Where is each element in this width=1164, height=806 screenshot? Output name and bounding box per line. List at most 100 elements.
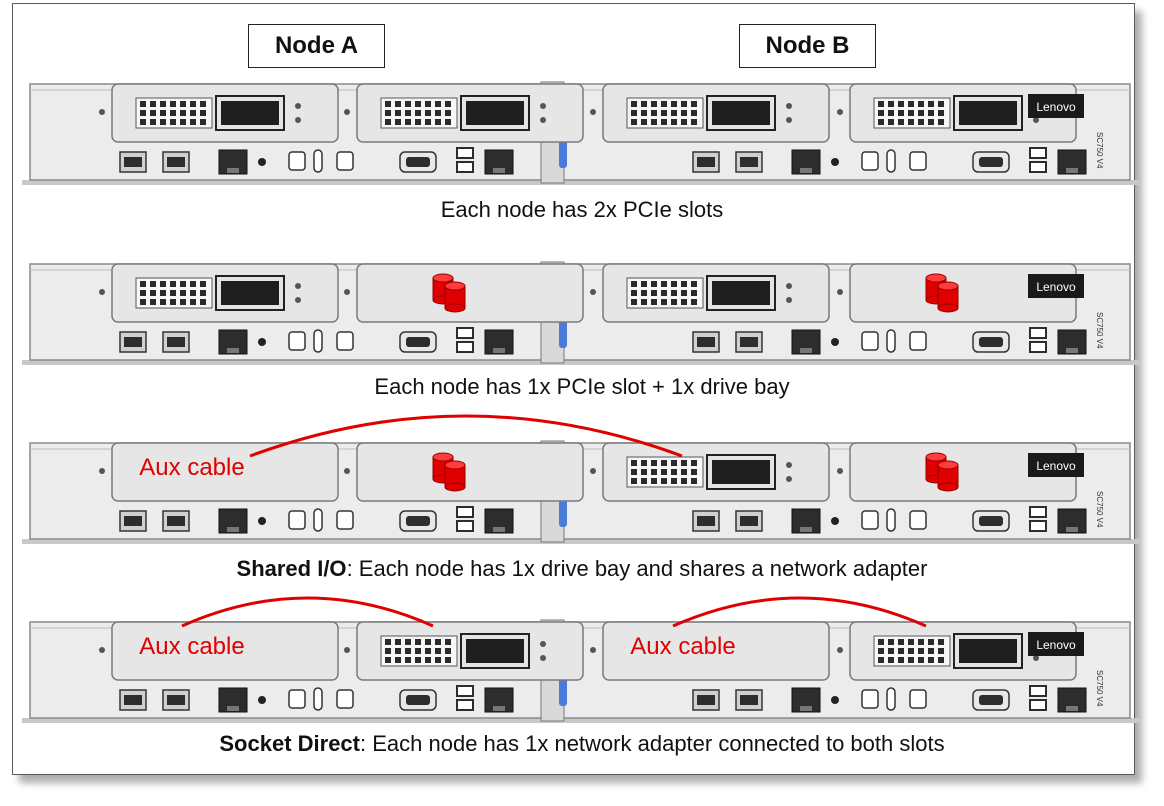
drive-icon xyxy=(925,452,959,492)
vent-hole xyxy=(671,290,677,296)
status-led-icon xyxy=(540,641,546,647)
vent-hole xyxy=(681,101,687,107)
aux-cable: Aux cable xyxy=(630,596,927,660)
status-led-icon xyxy=(786,462,792,468)
slot-2-drive xyxy=(344,442,584,502)
slot-bezel xyxy=(111,621,339,681)
rj45-latch xyxy=(800,348,812,353)
lenovo-logo-text: Lenovo xyxy=(1036,100,1076,114)
rj45-port xyxy=(791,508,821,534)
vent-hole xyxy=(661,281,667,287)
vent-hole xyxy=(405,639,411,645)
screw-icon xyxy=(344,109,350,115)
vent-hole xyxy=(170,290,176,296)
model-label: SC750 V4 xyxy=(1095,132,1104,169)
slot-bezel xyxy=(602,621,830,681)
vent-hole xyxy=(691,119,697,125)
aux-cable: Aux cable xyxy=(139,596,434,660)
rj45-latch xyxy=(493,706,505,711)
vent-hole xyxy=(651,290,657,296)
vga-port-pins xyxy=(406,337,430,347)
sfp-port-opening xyxy=(167,516,185,526)
vent-hole xyxy=(160,119,166,125)
status-led-icon xyxy=(786,103,792,109)
slot-4-drive xyxy=(837,442,1077,502)
vent-hole xyxy=(681,119,687,125)
status-led-icon xyxy=(295,297,301,303)
vent-hole xyxy=(938,110,944,116)
micro-port xyxy=(861,151,879,171)
vent-hole xyxy=(641,299,647,305)
vent-hole xyxy=(918,639,924,645)
qsfp-port xyxy=(712,281,770,305)
status-led-icon xyxy=(295,117,301,123)
vent-hole xyxy=(641,119,647,125)
vent-hole xyxy=(691,281,697,287)
vent-hole xyxy=(180,281,186,287)
node-a-label: Node A xyxy=(248,24,385,68)
lenovo-logo-badge xyxy=(1028,453,1084,477)
sfp-port-opening xyxy=(167,157,185,167)
vent-hole xyxy=(160,281,166,287)
rj45-port xyxy=(484,329,514,355)
status-led-icon xyxy=(540,117,546,123)
vent-hole xyxy=(445,639,451,645)
vent-hole xyxy=(180,110,186,116)
vent-hole xyxy=(405,110,411,116)
slot-bezel xyxy=(111,442,339,502)
vent-hole xyxy=(681,110,687,116)
status-led-icon xyxy=(786,476,792,482)
vent-hole xyxy=(190,101,196,107)
slot-bezel xyxy=(356,442,584,502)
vent-hole xyxy=(681,460,687,466)
vent-hole xyxy=(691,478,697,484)
vent-hole xyxy=(671,110,677,116)
slot-1-aux xyxy=(99,621,339,681)
rj45-latch xyxy=(227,527,239,532)
rj45-latch xyxy=(493,348,505,353)
vent-hole xyxy=(888,119,894,125)
vent-hole xyxy=(661,290,667,296)
vent-hole xyxy=(898,110,904,116)
lenovo-logo-badge xyxy=(1028,94,1084,118)
sfp-port-opening xyxy=(124,337,142,347)
vent-hole xyxy=(681,469,687,475)
vent-hole xyxy=(898,657,904,663)
vent-hole xyxy=(888,639,894,645)
qsfp-port xyxy=(959,639,1017,663)
vent-hole xyxy=(691,299,697,305)
drive-icon xyxy=(925,273,959,313)
vent-hole xyxy=(180,119,186,125)
vent-hole xyxy=(938,101,944,107)
usb-port xyxy=(1029,699,1047,711)
vent-hole xyxy=(641,290,647,296)
sfp-port-opening xyxy=(697,695,715,705)
usb-port xyxy=(1029,685,1047,697)
node-a-label-text: Node A xyxy=(274,32,359,59)
caption-3-lead: Shared I/O xyxy=(236,556,347,581)
usbc-port xyxy=(886,329,896,353)
vent-hole xyxy=(150,281,156,287)
usb-port xyxy=(1029,506,1047,518)
vent-hole xyxy=(671,281,677,287)
screw-icon xyxy=(590,647,596,653)
vent-hole xyxy=(691,469,697,475)
status-led-icon xyxy=(540,103,546,109)
vent-hole xyxy=(405,119,411,125)
vent-hole xyxy=(651,460,657,466)
caption-4: Socket Direct: Each node has 1x network … xyxy=(0,731,1164,757)
micro-port xyxy=(909,151,927,171)
vga-port-pins xyxy=(406,157,430,167)
vent-hole xyxy=(878,657,884,663)
vent-hole xyxy=(170,101,176,107)
micro-port xyxy=(861,331,879,351)
vent-hole xyxy=(928,648,934,654)
caption-2: Each node has 1x PCIe slot + 1x drive ba… xyxy=(0,374,1164,400)
vent-hole xyxy=(180,290,186,296)
vga-port-pins xyxy=(979,695,1003,705)
vent-hole xyxy=(918,119,924,125)
status-led-icon xyxy=(786,297,792,303)
vent-hole xyxy=(425,657,431,663)
vga-port-pins xyxy=(406,695,430,705)
